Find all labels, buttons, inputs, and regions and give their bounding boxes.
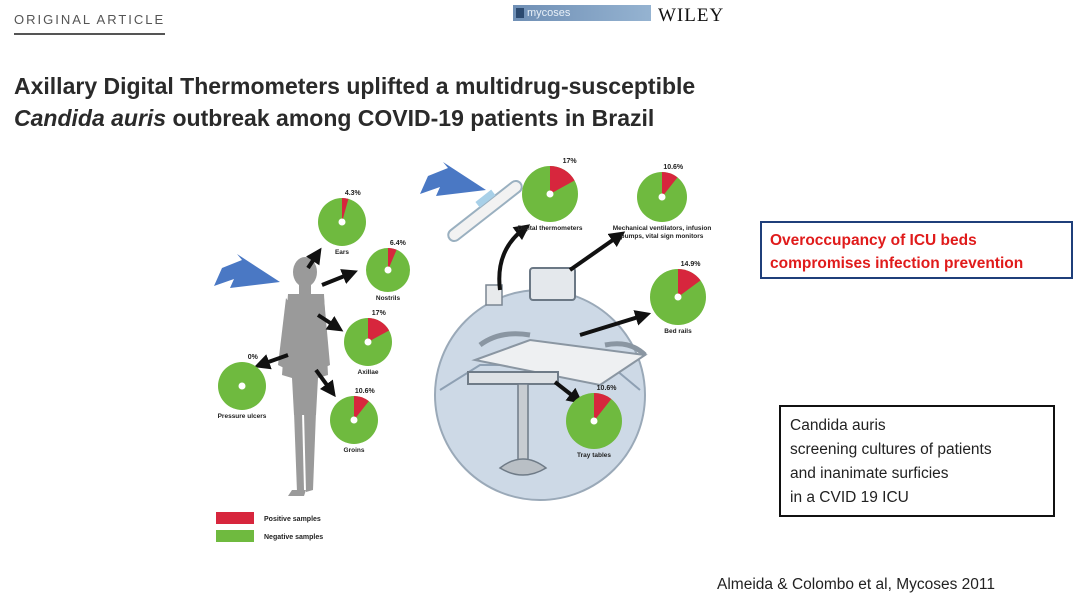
digital-thermometer-illustration	[447, 179, 523, 243]
title-species: Candida auris	[14, 105, 167, 131]
pie-percent-label: 6.4%	[390, 240, 407, 247]
journal-logo: mycoses	[513, 5, 651, 21]
pie-nostrils: 6.4% Nostrils	[366, 240, 410, 302]
pie-percent-label: 0%	[248, 354, 259, 361]
pie-center-hole	[546, 190, 554, 198]
pie-slice-positive	[662, 172, 678, 197]
callout-screening-cultures: Candida auris screening cultures of pati…	[779, 405, 1055, 517]
pie-site-label: Ears	[335, 249, 349, 256]
legend-label-positive: Positive samples	[264, 516, 321, 523]
pie-groins: 10.6% Groins	[330, 388, 378, 454]
title-line-2-rest: outbreak among COVID-19 patients in Braz…	[166, 105, 655, 131]
journal-name: mycoses	[527, 7, 571, 19]
arrow-to-axillae	[316, 313, 344, 332]
citation: Almeida & Colombo et al, Mycoses 2011	[717, 576, 995, 593]
pie-percent-label: 17%	[372, 310, 387, 317]
legend-swatch-negative	[216, 530, 254, 542]
pie-site-label: Tray tables	[577, 452, 611, 459]
legend-swatch-positive	[216, 512, 254, 524]
pie-digital-thermometers: 17% Digital thermometers	[517, 158, 582, 232]
neck	[299, 284, 311, 294]
pie-site-label: Bed rails	[664, 328, 692, 335]
arrow-to-thermometers	[497, 224, 531, 291]
pie-site-label: Pressure ulcers	[218, 413, 267, 420]
publisher-logo: WILEY	[658, 5, 725, 26]
pie-slice-positive	[354, 396, 369, 420]
leg-left	[294, 412, 304, 492]
arrow-to-nostrils	[321, 269, 358, 287]
pie-center-hole	[674, 293, 682, 301]
legend-label-negative: Negative samples	[264, 534, 323, 541]
blue-pointer-arrow-patient	[214, 254, 280, 288]
tray-table-base	[498, 458, 548, 476]
arrow-to-ears	[306, 247, 322, 270]
arrow-to-pressure-ulcers	[253, 353, 289, 370]
arrow-to-groins	[314, 368, 336, 398]
tray-table-top	[467, 371, 559, 385]
pie-percent-label: 10.6%	[663, 164, 684, 171]
arm-left	[278, 298, 294, 368]
pie-site-label: Axillae	[358, 369, 379, 376]
pie-pressure-ulcers: 0% Pressure ulcers	[218, 354, 267, 420]
pie-center-hole	[590, 417, 598, 425]
pie-slice-positive	[368, 318, 390, 342]
patient-body-silhouette	[278, 257, 330, 496]
bed-rail-2	[604, 341, 647, 357]
leg-right	[304, 412, 316, 492]
pie-percent-label: 10.6%	[355, 388, 376, 395]
pie-bed-rails: 14.9% Bed rails	[650, 261, 706, 335]
infographic-svg: 4.3% Ears 6.4% Nostrils 17% Axillae 0% Press…	[214, 158, 712, 542]
title-line-2: Candida auris outbreak among COVID-19 pa…	[14, 102, 754, 134]
thermometer-display	[475, 189, 496, 208]
pie-center-hole	[338, 218, 346, 226]
pie-axillae: 17% Axillae	[344, 310, 392, 376]
pie-center-hole	[350, 416, 358, 424]
pie-slice-positive	[678, 269, 701, 297]
tray-table-post	[517, 383, 529, 465]
pie-percent-label: 17%	[563, 158, 578, 165]
pie-slice-positive	[342, 198, 349, 222]
connector-arrows	[253, 224, 652, 404]
callout-red-line-2: compromises infection prevention	[770, 255, 1024, 272]
pie-site-label: Groins	[344, 447, 365, 454]
pie-site-label: Nostrils	[376, 295, 401, 302]
callout-red-line-1: Overoccupancy of ICU beds	[770, 232, 977, 249]
torso	[282, 294, 328, 415]
pie-center-hole	[238, 382, 246, 390]
foot	[288, 490, 306, 496]
pie-center-hole	[658, 193, 666, 201]
pie-tray-tables: 10.6% Tray tables	[566, 385, 622, 459]
pie-percent-label: 10.6%	[597, 385, 618, 392]
title-line-1: Axillary Digital Thermometers uplifted a…	[14, 73, 696, 99]
pie-percent-label: 4.3%	[345, 190, 362, 197]
arrow-to-bed-rails	[579, 310, 652, 337]
pie-site-label: Digital thermometers	[517, 225, 582, 232]
pie-percent-label: 14.9%	[681, 261, 702, 268]
figure-legend: Positive samples Negative samples	[216, 512, 323, 542]
pie-slice-positive	[388, 248, 397, 270]
article-type-label: ORIGINAL ARTICLE	[14, 12, 166, 35]
arrow-to-tray-tables	[553, 380, 584, 404]
icu-room-illustration	[434, 267, 648, 501]
pie-slice-positive	[550, 166, 575, 194]
blue-pointer-arrow-thermometer	[420, 162, 486, 196]
infographic-figure: 4.3% Ears 6.4% Nostrils 17% Axillae 0% Press…	[200, 150, 740, 560]
monitor-icon	[529, 267, 576, 301]
arrow-to-ventilators	[568, 231, 626, 272]
thermometer-body	[447, 179, 523, 243]
bed-rail	[478, 331, 531, 348]
pie-slice-positive	[594, 393, 612, 421]
pie-ears: 4.3% Ears	[318, 190, 366, 256]
journal-logo-mark	[516, 8, 524, 18]
callout-icu-overoccupancy: Overoccupancy of ICU beds compromises in…	[760, 221, 1073, 279]
slide-title: Axillary Digital Thermometers uplifted a…	[14, 70, 754, 134]
pie-chart-layer: 4.3% Ears 6.4% Nostrils 17% Axillae 0% Press…	[218, 158, 712, 459]
pie-center-hole	[364, 338, 372, 346]
pie-center-hole	[384, 266, 392, 274]
